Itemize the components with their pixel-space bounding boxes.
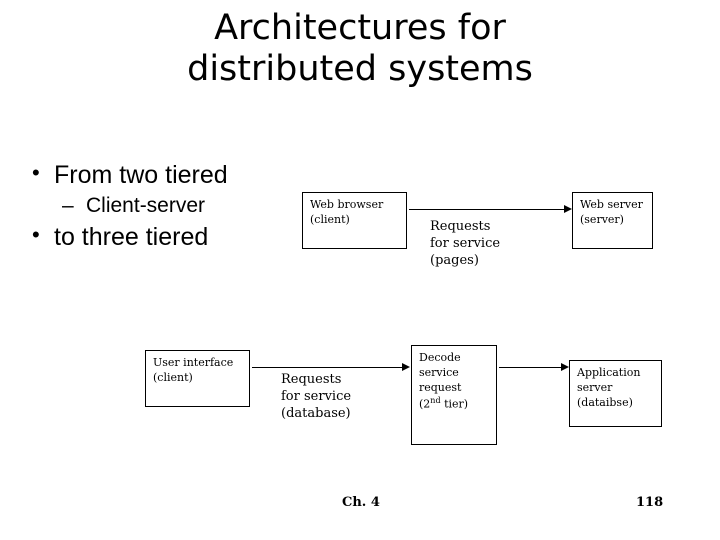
diagram-box-decode-service-request: Decode service request (2nd tier)	[411, 345, 497, 445]
tier-ordinal-suffix: nd	[430, 395, 441, 405]
diagram-label-requests-pages: Requests for service (pages)	[430, 219, 550, 270]
box-line-2: (server)	[580, 212, 624, 226]
box-line-1: Web browser	[310, 198, 384, 211]
arrow-interface-to-decode-icon	[252, 363, 410, 372]
box-line-2: (client)	[153, 370, 193, 384]
box-line-4: (2nd tier)	[419, 396, 490, 413]
label-line-3: (database)	[281, 405, 351, 421]
title-line-1: Architectures for	[214, 8, 506, 48]
tier-prefix: (2	[419, 397, 431, 411]
diagram-box-web-server: Web server (server)	[572, 192, 653, 249]
arrow-browser-to-server-icon	[409, 205, 572, 214]
arrow-decode-to-application-icon	[499, 363, 569, 372]
label-line-1: Requests	[281, 372, 342, 387]
diagram-label-requests-database: Requests for service (database)	[281, 372, 411, 423]
label-line-2: for service	[281, 388, 352, 404]
bullet-text-3: to three tiered	[54, 223, 209, 252]
footer-chapter: Ch. 4	[342, 495, 380, 510]
dash-marker-icon: –	[62, 194, 74, 217]
box-line-3: request	[419, 380, 462, 394]
box-line-2: (client)	[310, 212, 350, 226]
footer-page-number: 118	[636, 495, 664, 510]
diagram-box-web-browser: Web browser (client)	[302, 192, 407, 249]
box-line-1: Application	[577, 366, 641, 379]
box-line-1: User interface	[153, 356, 234, 369]
box-line-3: (dataibse)	[577, 395, 633, 409]
box-line-2: service	[419, 365, 459, 379]
box-line-1: Web server	[580, 198, 643, 211]
label-line-2: for service	[430, 235, 501, 251]
title-line-2: distributed systems	[187, 49, 533, 90]
bullet-item-1: • From two tiered	[28, 160, 328, 190]
label-line-1: Requests	[430, 219, 491, 234]
page-title: Architectures for distributed systems	[40, 8, 680, 91]
bullet-item-3: • to three tiered	[28, 222, 328, 252]
bullet-text-2: Client-server	[86, 194, 206, 217]
label-line-3: (pages)	[430, 252, 479, 268]
bullet-text-1: From two tiered	[54, 161, 228, 189]
bullet-marker-icon: •	[32, 222, 40, 248]
box-line-1: Decode	[419, 351, 461, 364]
box-line-2: server	[577, 380, 613, 394]
diagram-box-user-interface: User interface (client)	[145, 350, 250, 407]
tier-suffix: tier)	[440, 397, 469, 411]
bullet-list: • From two tiered – Client-server • to t…	[28, 160, 328, 255]
bullet-marker-icon: •	[32, 160, 40, 185]
bullet-item-2: – Client-server	[28, 193, 328, 218]
diagram-box-application-server: Application server (dataibse)	[569, 360, 662, 427]
